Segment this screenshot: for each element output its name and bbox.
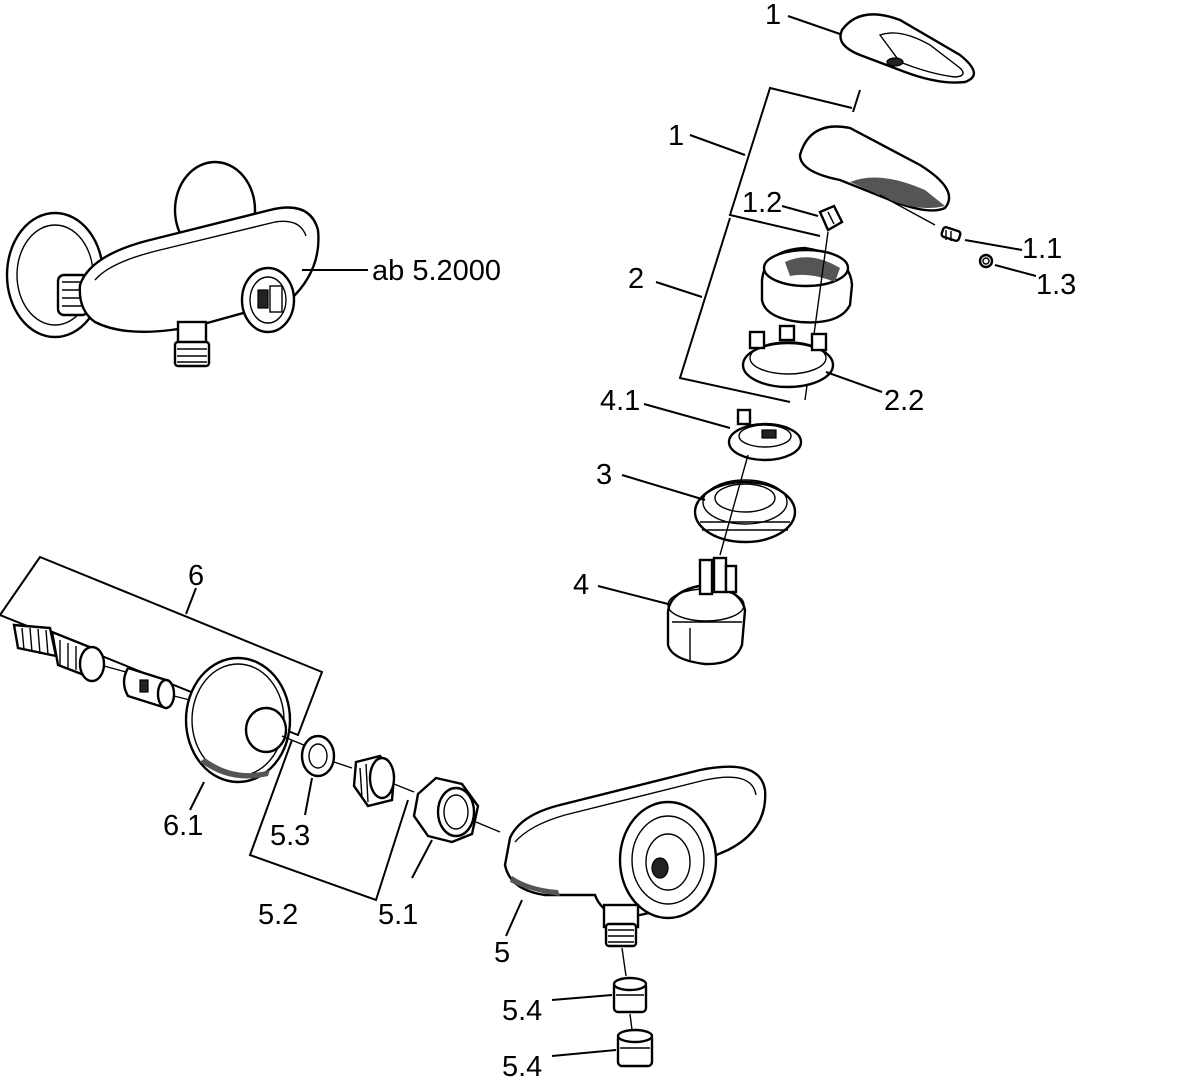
leader-line-filter-b [551,1049,617,1057]
ring-2-2 [741,324,835,389]
filter-5-4-a [612,976,648,1014]
label-screw: 1.1 [1022,233,1062,265]
bracket-group-5-2 [248,739,409,902]
set-screw-1-2 [818,204,844,232]
label-ring-2-2: 2.2 [884,385,924,417]
sleeve [122,666,176,710]
leader-line-filter-a [551,994,613,1001]
label-union-nut: 5.1 [378,899,418,931]
axis-line-filter-a [621,947,627,977]
bracket-group-2 [678,217,791,403]
label-group-6: 6 [188,560,204,592]
label-ring-4-1: 4.1 [600,385,640,417]
handle-top [839,13,975,84]
handle-lever [798,125,951,226]
label-body-old: ab 5.2000 [372,255,501,287]
cartridge-4 [666,556,747,666]
axis-line-handle-top [852,89,861,113]
leader-line-group-2 [655,281,703,298]
screw-1-1 [940,226,962,242]
leader-line-ring-4-1 [643,403,731,429]
threaded-nipple [352,754,396,808]
axis-line-6f [475,821,501,833]
axis-line-filter-b [629,1013,633,1031]
label-handle-top: 1 [765,0,781,31]
rosette-6-1 [184,656,292,784]
axis-line-6e [393,783,415,793]
washer-5-3 [300,734,336,778]
cap-1-3 [978,253,994,269]
axis-line-6d [333,761,353,769]
leader-line-union-nut [411,839,433,879]
leader-line-cap [994,264,1037,277]
label-nut-3: 3 [596,459,612,491]
leader-line-handle-top [787,15,841,35]
filter-5-4-b [616,1028,654,1068]
ring-4-1 [727,408,803,462]
label-cap: 1.3 [1036,269,1076,301]
dome-cap [760,246,854,324]
label-body-5: 5 [494,937,510,969]
label-rosette: 6.1 [163,810,203,842]
label-filter-a: 5.4 [502,995,542,1027]
nut-3 [693,479,797,544]
leader-line-screw [964,239,1023,251]
leader-line-rosette [189,781,205,811]
union-nut-5-1 [412,776,480,844]
eccentric-connector [12,623,106,683]
leader-line-body-5 [505,899,523,937]
bracket-group-1 [728,86,853,237]
mixer-body-assembled [5,160,320,368]
label-filter-b: 5.4 [502,1051,542,1080]
axis-line-6a [103,665,127,673]
leader-line-ring-2-2 [825,371,883,393]
leader-line-handle-1 [689,134,746,156]
label-cartridge: 4 [573,569,589,601]
label-group-5-2: 5.2 [258,899,298,931]
leader-line-set-screw [781,205,819,217]
axis-line-6b [173,695,191,701]
label-washer: 5.3 [270,820,310,852]
leader-line-group-6 [185,587,197,615]
leader-line-nut-3 [621,474,706,501]
bracket-group-6 [0,555,324,737]
center-axis-lower [719,454,749,556]
label-set-screw: 1.2 [742,187,782,219]
axis-line-6c [281,735,307,747]
label-handle-1: 1 [668,120,684,152]
leader-line-cartridge [597,585,669,605]
mixer-body-5 [503,765,767,948]
leader-line-washer [304,777,313,816]
label-group-2: 2 [628,263,644,295]
